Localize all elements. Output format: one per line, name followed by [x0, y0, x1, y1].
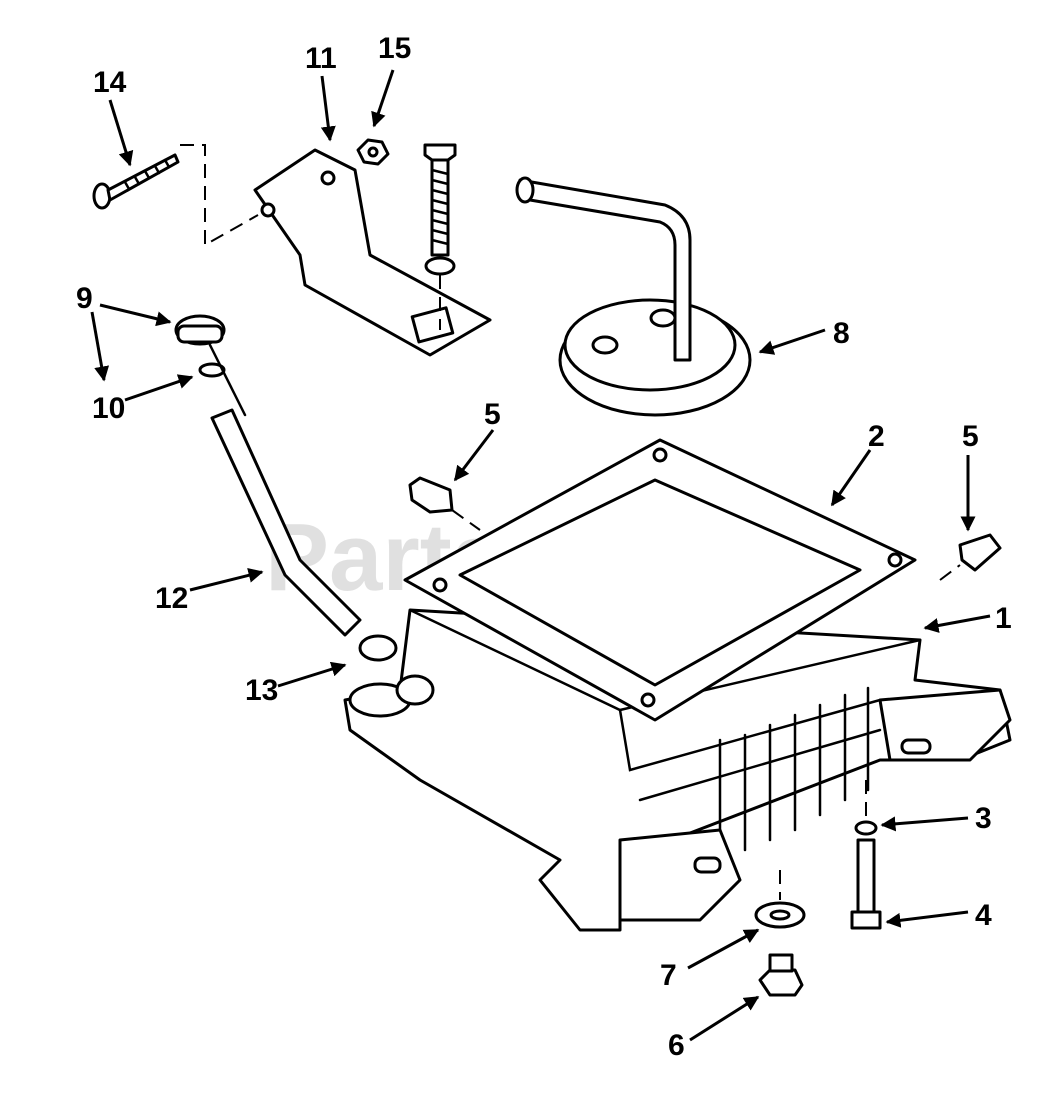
callout-1: 1	[995, 602, 1012, 635]
part-14-screw	[92, 153, 180, 210]
callout-5-right: 5	[962, 420, 979, 453]
part-7-washer	[754, 901, 806, 929]
part-13-grommet	[358, 634, 435, 706]
callout-14: 14	[93, 66, 127, 99]
callout-2: 2	[868, 420, 885, 453]
part-5-plug-right	[958, 533, 1002, 572]
part-12-dipstick-tube	[208, 343, 362, 637]
part-9-dipstick-cap	[174, 314, 226, 346]
callout-15: 15	[378, 32, 411, 65]
callout-labels: 14 11 15 9 10 8 5 2 5 12 1 13 3 4 7 6	[76, 32, 1012, 1062]
callout-6: 6	[668, 1029, 685, 1062]
part-8-breather-cover	[515, 176, 752, 417]
callout-7: 7	[660, 959, 677, 992]
callout-11: 11	[305, 42, 337, 75]
part-10-o-ring	[198, 362, 226, 378]
leader-arrows	[90, 69, 991, 1042]
alignment-lines	[180, 144, 961, 900]
callout-4: 4	[975, 899, 992, 932]
bracket-bolt	[423, 143, 457, 276]
callout-13: 13	[245, 674, 278, 707]
callout-3: 3	[975, 802, 992, 835]
callout-8: 8	[833, 317, 850, 350]
part-11-bracket	[253, 148, 492, 357]
part-6-drain-plug	[758, 953, 804, 997]
part-1-oil-sump	[343, 608, 1012, 932]
part-4-bolt	[850, 838, 882, 930]
callout-12: 12	[155, 582, 188, 615]
part-2-gasket	[403, 438, 917, 722]
part-15-nut	[356, 138, 390, 166]
part-3-washer	[854, 820, 878, 836]
callout-9: 9	[76, 282, 93, 315]
callout-10: 10	[92, 392, 125, 425]
cooling-fins	[718, 686, 870, 862]
callout-5-left: 5	[484, 398, 501, 431]
